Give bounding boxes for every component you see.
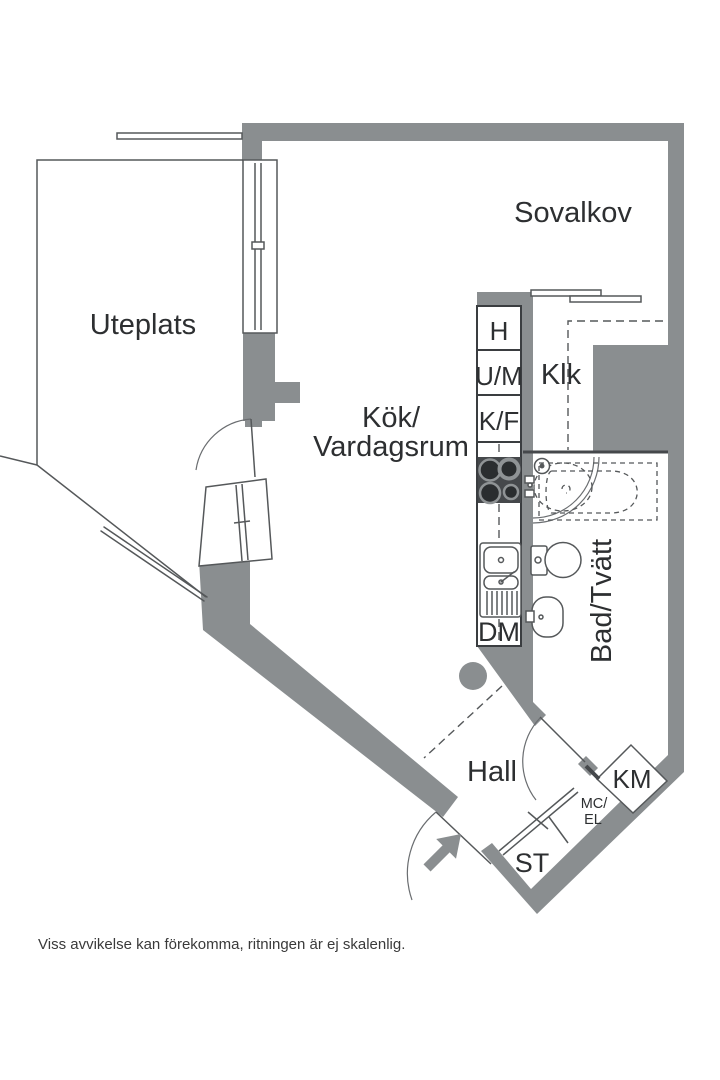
klk-sliding-door-2 — [569, 295, 642, 303]
label-klk: Klk — [541, 359, 582, 391]
klk-dashed-boundary — [567, 320, 663, 450]
wall-left-upper — [243, 333, 275, 421]
uteplats-outline — [0, 132, 243, 602]
label-dishwasher: DM — [478, 617, 520, 647]
toilet-symbol — [530, 541, 582, 579]
wall-kitchen-wedge — [477, 646, 546, 726]
uteplats-boundary-ext — [0, 455, 38, 466]
closet-sliding-door-3 — [527, 811, 549, 830]
label-washing-machine: KM — [613, 764, 652, 794]
labels: Uteplats Sovalkov Kök/ Vardagsrum Klk Ba… — [38, 197, 652, 953]
wall-top — [242, 123, 684, 141]
bathroom — [522, 450, 668, 801]
walls — [199, 123, 684, 914]
label-kitchen-living-2: Vardagsrum — [313, 431, 469, 463]
mcel-door-jamb — [584, 764, 601, 781]
washbasin-symbol — [525, 596, 564, 638]
klk-sliding-door-1 — [530, 289, 602, 297]
uteplats-boundary — [36, 159, 243, 598]
railing-line-1 — [103, 526, 208, 598]
entrance-door-leaf — [435, 811, 492, 865]
label-oven-microwave: U/M — [475, 361, 523, 391]
wall-klk-block — [593, 345, 668, 452]
hall-boundary-dashed — [423, 685, 503, 759]
wall-kitchen-strip — [521, 292, 533, 648]
label-meter-cabinet-2: EL — [584, 812, 602, 828]
shower-symbol — [524, 456, 600, 524]
wall-top-left-end — [242, 123, 262, 161]
label-uteplats: Uteplats — [90, 309, 196, 341]
stove-symbol — [478, 457, 521, 505]
wall-right — [668, 139, 684, 772]
window-tilted-mullion — [233, 520, 251, 524]
entrance-arrow-icon — [423, 834, 461, 872]
label-cleaning-closet: ST — [515, 848, 550, 878]
kitchen-sink-symbol — [479, 542, 522, 618]
bathroom-door-arc — [522, 717, 541, 801]
bathroom-wall-diagonal — [539, 716, 586, 763]
window-vertical-mullion — [251, 241, 265, 250]
wall-left-bump — [275, 382, 300, 403]
label-kitchen-living-1: Kök/ — [362, 402, 421, 434]
label-bad-tvatt: Bad/Tvätt — [586, 539, 618, 663]
balcony-door-leaf — [250, 418, 256, 478]
railing-line-2 — [100, 530, 205, 602]
bathtub-symbol — [538, 462, 658, 521]
pillar — [459, 662, 487, 690]
washing-machine-symbol — [595, 743, 669, 815]
disclaimer-text: Viss avvikelse kan förekomma, ritningen … — [38, 936, 405, 953]
wall-kitchen-cap — [477, 292, 533, 306]
fence-top — [116, 132, 243, 140]
label-sovalkov: Sovalkov — [514, 197, 632, 229]
label-fridge-freezer: K/F — [479, 406, 519, 436]
klk-closet — [530, 289, 663, 450]
label-tall-cabinet: H — [490, 316, 509, 346]
left-facade — [195, 159, 278, 567]
label-meter-cabinet-1: MC/ — [581, 796, 609, 812]
entrance-door-arc — [406, 811, 437, 901]
kitchen-column — [476, 305, 522, 647]
wall-left-step — [245, 420, 262, 427]
wall-bottom-left-diagonal — [199, 553, 458, 817]
st-mcel-divider — [548, 816, 569, 844]
balcony-door-arc — [195, 418, 252, 471]
hall-entrance — [406, 685, 669, 901]
label-hall: Hall — [467, 756, 517, 788]
